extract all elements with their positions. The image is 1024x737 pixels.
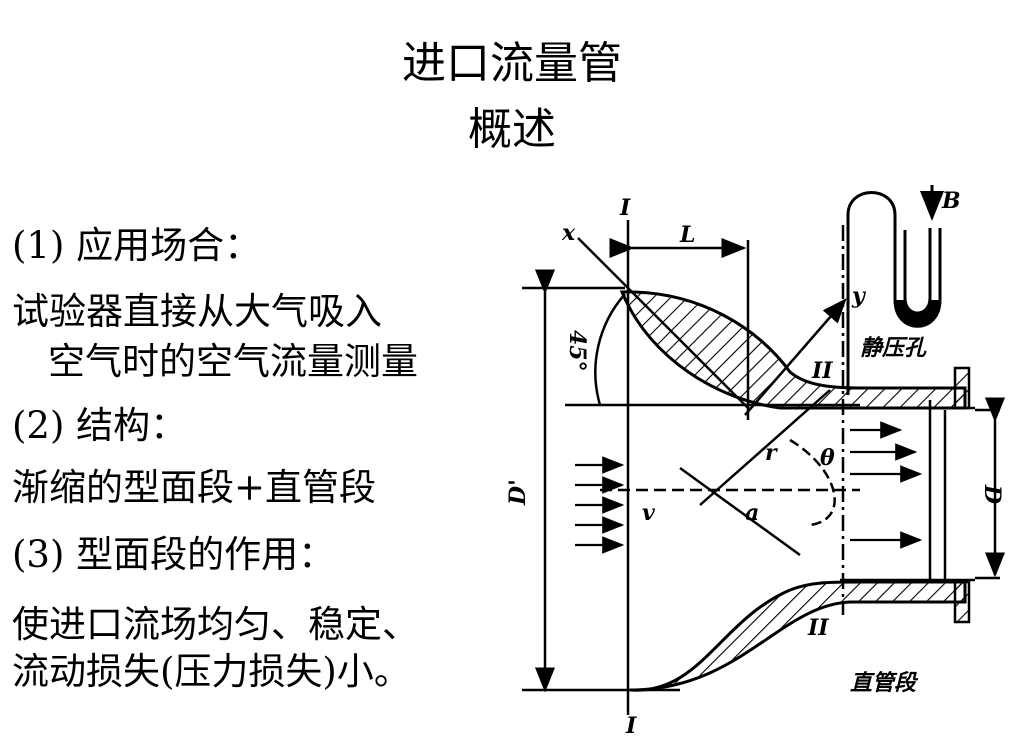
lower-profile-wall bbox=[629, 580, 967, 692]
label-section-ii-top: II bbox=[811, 358, 833, 384]
application-text-line-1: 试验器直接从大气吸入 bbox=[12, 290, 382, 333]
label-a: a bbox=[745, 500, 759, 526]
page-title: 进口流量管 bbox=[402, 38, 622, 89]
structure-text: 渐缩的型面段+直管段 bbox=[12, 466, 377, 509]
label-d: D bbox=[979, 484, 1005, 504]
section-heading-application: (1) 应用场合： bbox=[12, 224, 262, 267]
label-x: x bbox=[561, 220, 576, 246]
profile-function-text-line-2: 流动损失(压力损失)小。 bbox=[12, 650, 411, 693]
label-angle: 45° bbox=[564, 330, 590, 372]
label-r: r bbox=[765, 440, 778, 466]
profile-function-text-line-1: 使进口流场均匀、稳定、 bbox=[12, 603, 419, 646]
upper-profile-wall bbox=[619, 290, 967, 410]
lower-flange bbox=[953, 580, 971, 624]
upper-flange bbox=[953, 366, 971, 410]
application-text-line-2: 空气时的空气流量测量 bbox=[48, 340, 418, 383]
section-heading-profile-function: (3) 型面段的作用： bbox=[12, 533, 336, 576]
label-section-i-bottom: I bbox=[625, 713, 637, 737]
label-static-pressure-hole: 静压孔 bbox=[860, 335, 927, 361]
label-v: v bbox=[642, 500, 655, 526]
label-section-ii-bottom: II bbox=[807, 615, 829, 641]
page-subtitle: 概述 bbox=[468, 104, 556, 155]
label-d-prime: D' bbox=[505, 479, 531, 506]
label-y: y bbox=[851, 283, 867, 309]
label-l: L bbox=[679, 222, 695, 248]
label-section-i-top: I bbox=[619, 195, 631, 221]
label-theta: θ bbox=[820, 445, 835, 471]
label-straight-pipe: 直管段 bbox=[850, 670, 919, 696]
label-b: B bbox=[941, 188, 961, 214]
section-heading-structure: (2) 结构： bbox=[12, 404, 188, 447]
